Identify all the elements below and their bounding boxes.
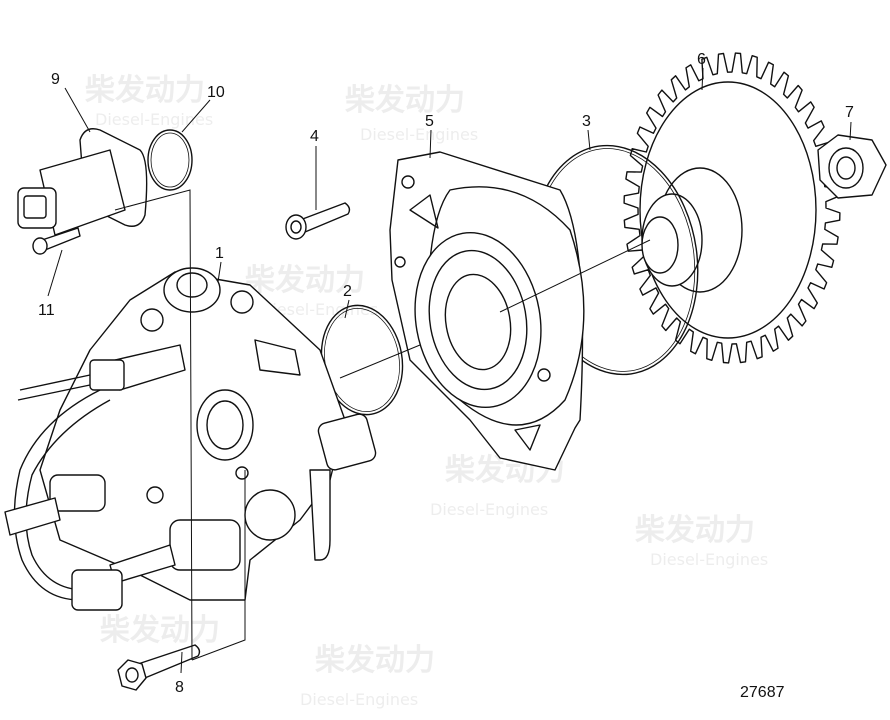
bolt-part-8 [117,644,201,691]
assembly-lines [114,189,651,661]
callout-5: 5 [425,113,434,130]
callout-9: 9 [51,71,60,88]
svg-text:柴发动力: 柴发动力 [100,613,220,648]
callout-6: 6 [697,51,706,68]
flange-part-5 [389,151,585,471]
svg-text:Diesel-Engines: Diesel-Engines [95,110,213,129]
nut-part-7 [817,134,887,199]
o-ring-part-10 [147,129,193,191]
callout-8: 8 [175,679,184,696]
callout-2: 2 [343,283,352,300]
svg-text:Diesel-Engines: Diesel-Engines [260,300,378,319]
callout-7: 7 [845,104,854,121]
drawing-number: 27687 [740,684,785,701]
callout-11: 11 [38,302,55,319]
screw-part-11 [32,227,81,255]
watermark: 柴发动力 Diesel-Engines 柴发动力 Diesel-Engines 柴发… [85,73,768,709]
svg-text:Diesel-Engines: Diesel-Engines [650,550,768,569]
callout-1: 1 [215,245,224,262]
svg-text:柴发动力: 柴发动力 [245,263,365,298]
gear-part-6 [623,52,841,364]
svg-text:柴发动力: 柴发动力 [315,643,435,678]
svg-text:柴发动力: 柴发动力 [85,73,205,108]
svg-text:柴发动力: 柴发动力 [345,83,465,118]
callout-10: 10 [207,84,225,101]
leader-lines [47,67,852,674]
svg-text:Diesel-Engines: Diesel-Engines [360,125,478,144]
callout-4: 4 [310,128,319,145]
svg-text:Diesel-Engines: Diesel-Engines [430,500,548,519]
valve-part-9 [17,128,148,236]
callout-3: 3 [582,113,591,130]
svg-text:柴发动力: 柴发动力 [635,513,755,548]
bolt-part-4 [285,202,351,240]
svg-text:Diesel-Engines: Diesel-Engines [300,690,418,709]
pump-part-1 [4,267,377,611]
